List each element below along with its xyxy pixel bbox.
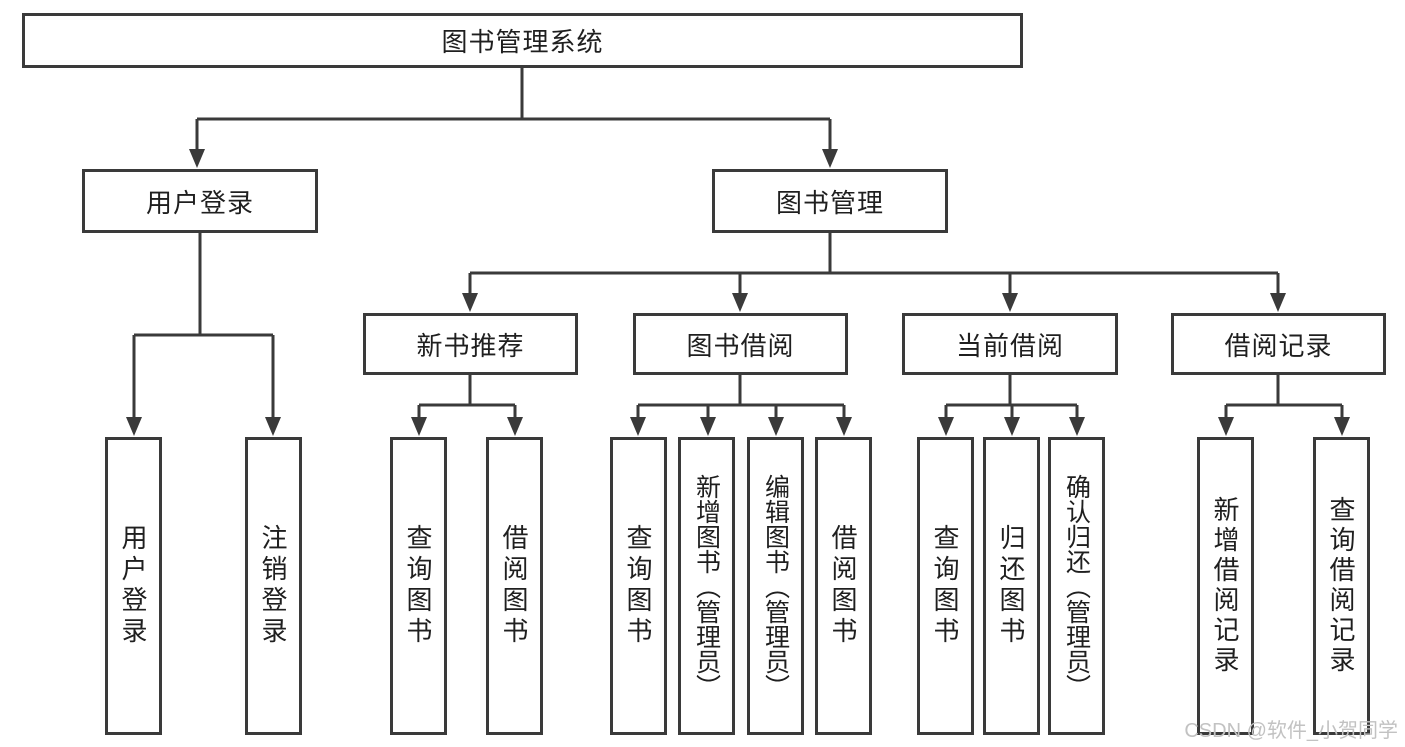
csdn-watermark: CSDN @软件_小贺同学 [1184, 720, 1398, 742]
node-user-login: 用户登录 [82, 169, 318, 233]
node-library-management-system: 图书管理系统 [22, 13, 1023, 68]
node-current-borrowing: 当前借阅 [902, 313, 1118, 375]
node-borrow-books-leaf-1: 借阅图书 [486, 437, 543, 735]
node-book-management: 图书管理 [712, 169, 948, 233]
node-add-book-admin-leaf: 新增图书（管理员） [678, 437, 735, 735]
node-query-books-leaf-2: 查询图书 [610, 437, 667, 735]
node-query-borrow-record-leaf: 查询借阅记录 [1313, 437, 1370, 735]
node-query-books-leaf-3: 查询图书 [917, 437, 974, 735]
node-borrowing-records: 借阅记录 [1171, 313, 1386, 375]
node-book-borrowing: 图书借阅 [633, 313, 848, 375]
node-add-borrow-record-leaf: 新增借阅记录 [1197, 437, 1254, 735]
node-user-login-leaf: 用户登录 [105, 437, 162, 735]
node-edit-book-admin-leaf: 编辑图书（管理员） [747, 437, 804, 735]
node-logout-login-leaf: 注销登录 [245, 437, 302, 735]
node-confirm-return-admin-leaf: 确认归还（管理员） [1048, 437, 1105, 735]
node-borrow-books-leaf-2: 借阅图书 [815, 437, 872, 735]
node-query-books-leaf-1: 查询图书 [390, 437, 447, 735]
node-return-books-leaf: 归还图书 [983, 437, 1040, 735]
node-new-book-recommendation: 新书推荐 [363, 313, 578, 375]
